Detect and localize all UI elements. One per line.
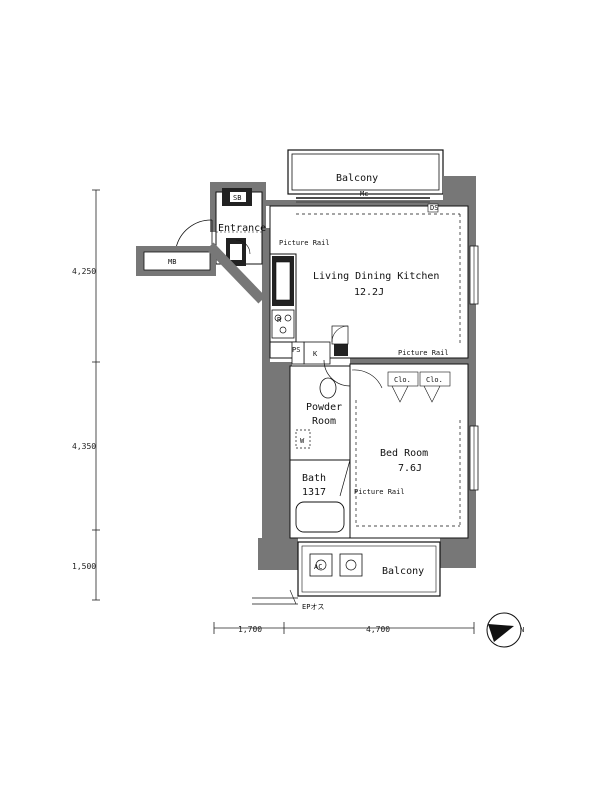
dimension-label-h1: 1,700 [238,625,262,634]
powder-label: Powder [306,402,342,413]
picture-rail-label-1: Picture Rail [279,239,330,247]
entrance [175,188,263,266]
kitchen-counter [269,253,297,343]
bedroom-label: Bed Room [380,448,428,459]
bedroom-size-label: 7.6J [398,463,422,474]
k-label: K [313,350,318,358]
balcony-bottom-label: Balcony [382,566,424,577]
dimension-label-v3: 1,500 [72,562,96,571]
ldk-size-label: 12.2J [354,287,384,298]
bed-room [349,363,479,539]
bath-label: Bath [302,473,326,484]
bath [289,459,351,539]
ldk-label: Living Dining Kitchen [313,271,439,282]
balcony-bottom [252,541,441,605]
closet-label-1: Clo. [394,376,411,384]
meter-box-label: MB [168,258,176,266]
powder-label-2: Room [312,416,336,427]
bath-size-label: 1317 [302,487,326,498]
shoe-box-label: SB [233,194,241,202]
picture-rail-label-3: Picture Rail [354,488,405,496]
refrigerator-label: R [277,316,282,324]
ldk-room [269,197,479,359]
compass-north-label: N [520,626,524,634]
ps-label: PS [292,346,300,354]
meter-box [136,242,266,304]
balcony-top-label: Balcony [336,173,378,184]
powder-room [289,325,351,461]
dimension-label-v1: 4,250 [72,267,96,276]
mc-label: Mc [360,190,368,198]
dimension-label-h2: 4,700 [366,625,390,634]
balcony-top [287,149,444,195]
ep-flag-label: EPオス [302,603,324,611]
picture-rail-label-2: Picture Rail [398,349,449,357]
closet-label-2: Clo. [426,376,443,384]
dimension-lines [92,189,475,634]
dimension-label-v2: 4,350 [72,442,96,451]
ac-label: AC [314,563,322,571]
washer-label: W [300,437,305,445]
entrance-label: Entrance [218,223,266,234]
ds-label: DS [430,204,438,212]
compass-icon [486,612,522,648]
